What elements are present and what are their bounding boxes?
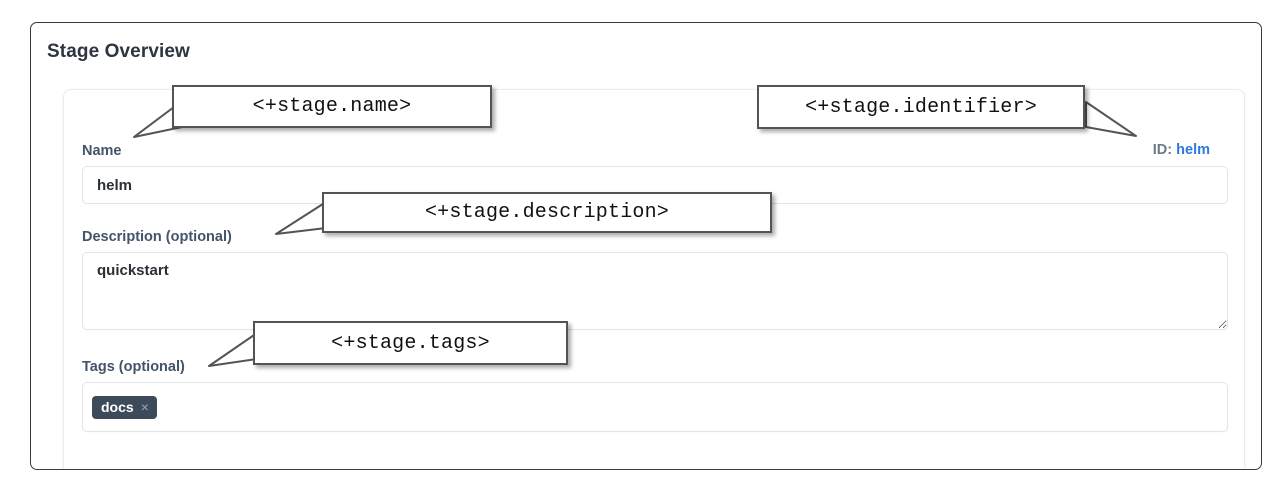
page-title: Stage Overview bbox=[47, 41, 190, 62]
tag-chip-label: docs bbox=[101, 398, 134, 415]
callout-stage-name: <+stage.name> bbox=[172, 85, 492, 128]
tag-remove-icon[interactable]: × bbox=[140, 398, 149, 415]
callout-stage-tags-text: <+stage.tags> bbox=[331, 331, 490, 355]
tag-chip-docs[interactable]: docs × bbox=[92, 395, 157, 419]
tags-field-label: Tags (optional) bbox=[82, 359, 185, 375]
description-textarea[interactable] bbox=[82, 252, 1228, 330]
callout-stage-name-text: <+stage.name> bbox=[252, 95, 412, 118]
callout-stage-tags: <+stage.tags> bbox=[253, 321, 568, 365]
callout-stage-description: <+stage.description> bbox=[322, 192, 772, 233]
stage-identifier-readout: ID: helm bbox=[1153, 142, 1210, 158]
callout-stage-identifier: <+stage.identifier> bbox=[757, 85, 1085, 129]
callout-stage-description-text: <+stage.description> bbox=[424, 201, 670, 224]
name-field-label: Name bbox=[82, 143, 122, 159]
tags-input[interactable]: docs × bbox=[82, 382, 1228, 432]
callout-stage-identifier-text: <+stage.identifier> bbox=[805, 95, 1037, 119]
description-field-label: Description (optional) bbox=[82, 229, 232, 245]
stage-overview-card: Name ID: helm Description (optional) Tag… bbox=[63, 89, 1245, 469]
description-field-group: Description (optional) bbox=[82, 228, 1228, 335]
stage-identifier-value[interactable]: helm bbox=[1176, 142, 1210, 158]
tags-field-group: Tags (optional) docs × bbox=[82, 358, 1228, 432]
stage-identifier-key: ID: bbox=[1152, 142, 1173, 158]
